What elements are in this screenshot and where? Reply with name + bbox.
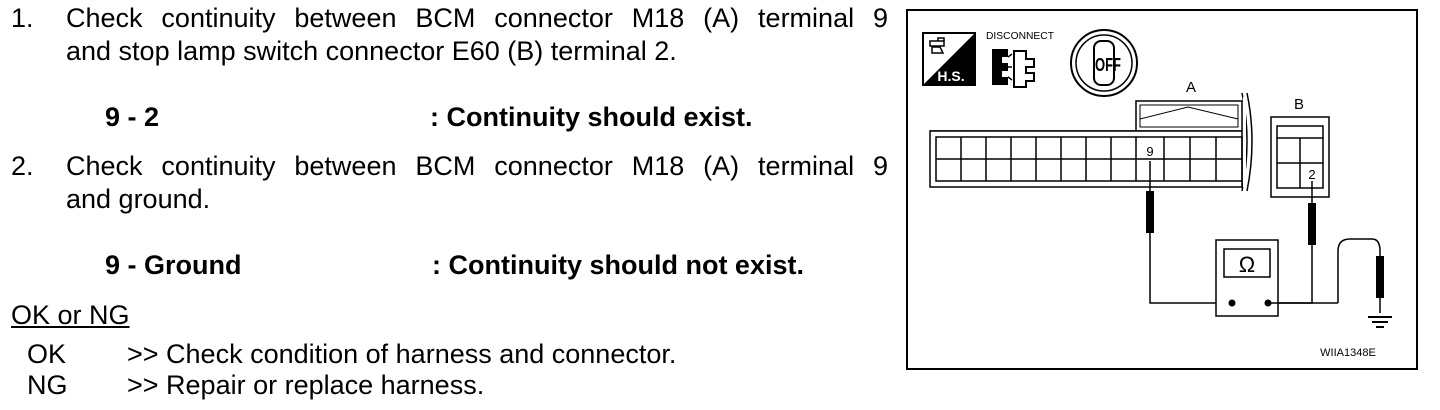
connector-b-label: B	[1294, 96, 1304, 113]
step-2-spec-value: : Continuity should not exist.	[432, 250, 804, 280]
ground-lead	[1337, 238, 1384, 313]
step-1-line-2: and stop lamp switch connector E60 (B) t…	[66, 36, 677, 66]
wiring-diagram: H.S. DISCONNECT OFF A	[922, 29, 1392, 359]
step-2-spec-label: 9 - Ground	[105, 250, 242, 280]
hs-label: H.S.	[937, 68, 964, 84]
step-1-spec-value: : Continuity should exist.	[430, 102, 753, 132]
connector-a-label: A	[1186, 79, 1196, 96]
probe-a	[1146, 161, 1232, 304]
terminal-b-label: 2	[1308, 167, 1315, 182]
step-1-spec-label: 9 - 2	[105, 102, 160, 132]
result-heading: OK or NG	[11, 300, 130, 330]
step-1-number: 1.	[11, 3, 34, 33]
connector-b: B 2	[1270, 96, 1330, 198]
step-1-text: Check continuity between BCM connector M…	[66, 2, 888, 68]
terminal-a-label: 9	[1146, 144, 1153, 159]
result-ok-action: >> Check condition of harness and connec…	[127, 339, 677, 369]
ignition-off-icon: OFF	[1070, 29, 1138, 97]
hands-service-icon: H.S.	[922, 32, 976, 86]
step-2-line-2: and ground.	[66, 184, 211, 214]
continuity-check-figure: H.S. DISCONNECT OFF A	[906, 9, 1418, 370]
ohm-symbol: Ω	[1239, 252, 1255, 277]
ohmmeter: Ω	[1215, 239, 1338, 317]
step-1-line-1: Check continuity between BCM connector M…	[66, 3, 888, 33]
result-ok-code: OK	[27, 339, 67, 369]
connector-a: A 9	[929, 79, 1253, 192]
step-2-number: 2.	[11, 151, 34, 181]
connector-disconnect-icon: DISCONNECT	[986, 31, 1054, 88]
ground-icon	[1368, 316, 1392, 328]
result-ng-code: NG	[27, 370, 68, 400]
step-2-line-1: Check continuity between BCM connector M…	[66, 151, 888, 181]
figure-code: WIIA1348E	[1320, 347, 1376, 359]
off-label: OFF	[1095, 55, 1121, 75]
step-2-text: Check continuity between BCM connector M…	[66, 150, 888, 216]
result-ng-action: >> Repair or replace harness.	[127, 370, 485, 400]
disconnect-label: DISCONNECT	[986, 31, 1054, 42]
